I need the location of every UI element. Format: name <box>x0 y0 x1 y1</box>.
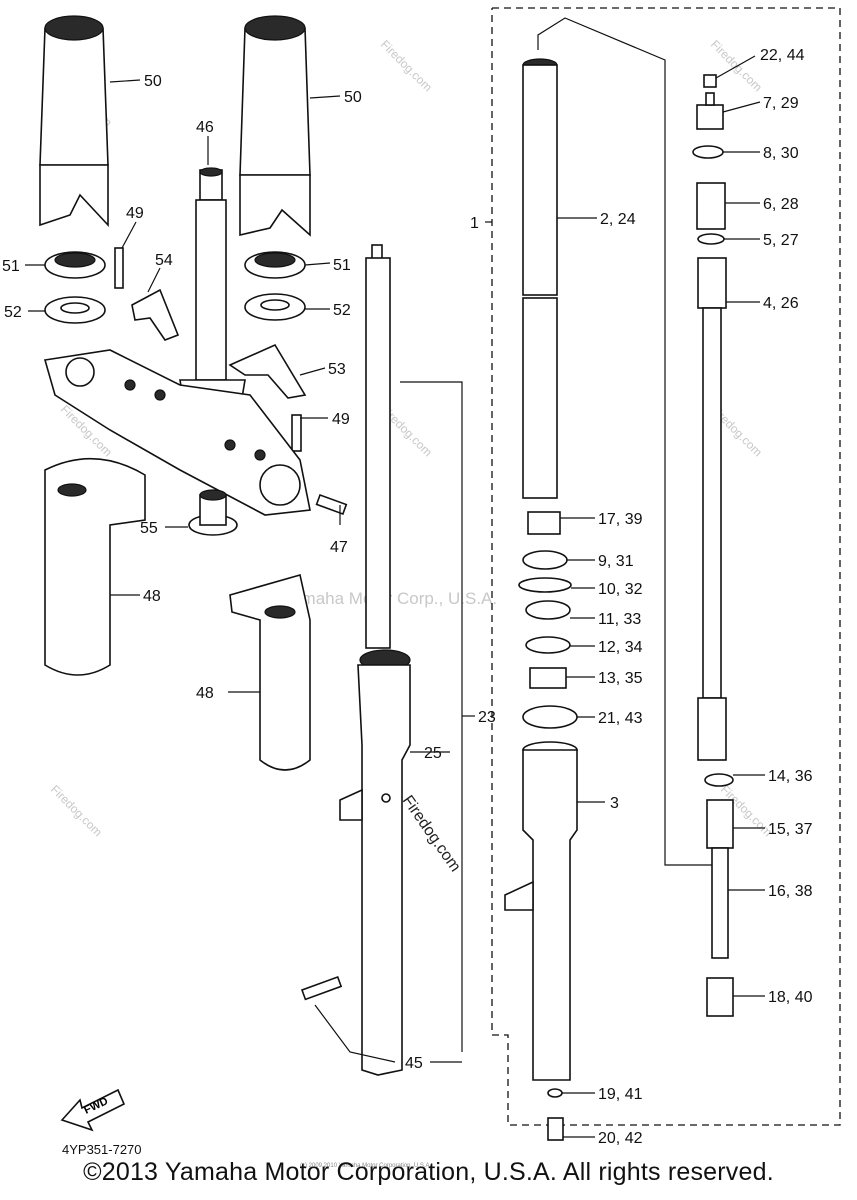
washer-52-left <box>44 296 106 324</box>
callout-11-33: 11, 33 <box>598 611 641 628</box>
callout-55: 55 <box>140 520 158 537</box>
callout-52: 52 <box>4 304 22 321</box>
seal-11-33 <box>525 600 571 620</box>
callout-12-34: 12, 34 <box>598 639 643 656</box>
seat-14-36 <box>704 773 734 787</box>
cap-bolt-7-29 <box>696 92 724 130</box>
bolt-49-right <box>291 414 302 452</box>
washer-5-27 <box>697 233 725 245</box>
callout-19-41: 19, 41 <box>598 1086 643 1103</box>
callout-4-26: 4, 26 <box>763 295 799 312</box>
callout-49: 49 <box>126 205 144 222</box>
callout-52: 52 <box>333 302 351 319</box>
rebound-spring-15-37 <box>706 799 734 849</box>
callout-18-40: 18, 40 <box>768 989 813 1006</box>
assembly-bracket <box>537 17 720 866</box>
bearing-55 <box>188 489 238 536</box>
callout-13-35: 13, 35 <box>598 670 643 687</box>
bushing-13-35 <box>529 667 567 689</box>
pinch-bolt-47 <box>315 493 348 515</box>
damper-rod-16-38 <box>711 847 729 959</box>
callout-14-36: 14, 36 <box>768 768 813 785</box>
assembly-boundary <box>491 7 841 1126</box>
callout-15-37: 15, 37 <box>768 821 813 838</box>
callout-50: 50 <box>344 89 362 106</box>
callout-54: 54 <box>155 252 173 269</box>
callout-51: 51 <box>2 258 20 275</box>
callout-7-29: 7, 29 <box>763 95 799 112</box>
callout-21-43: 21, 43 <box>598 710 643 727</box>
watermark-site: Firedog.com <box>378 37 435 94</box>
callout-20-42: 20, 42 <box>598 1130 643 1147</box>
callout-9-31: 9, 31 <box>598 553 634 570</box>
lower-cover-48-right <box>229 573 311 771</box>
o-ring-8-30 <box>692 145 724 159</box>
callout-10-32: 10, 32 <box>598 581 643 598</box>
watermark-site-dark: Firedog.com <box>399 793 464 876</box>
seal-51-right <box>244 251 306 279</box>
callout-22-44: 22, 44 <box>760 47 805 64</box>
piece-18-40 <box>706 977 734 1017</box>
callout-6-28: 6, 28 <box>763 196 799 213</box>
bolt-22-44 <box>703 74 717 88</box>
ring-21-43 <box>522 705 578 729</box>
spring-4-26 <box>697 257 727 761</box>
callout-51: 51 <box>333 257 351 274</box>
outer-tube-3 <box>504 741 578 1081</box>
lower-cover-48-left <box>44 457 146 676</box>
callout-3: 3 <box>610 795 619 812</box>
inner-tube-2-24 <box>522 58 558 499</box>
callout-48: 48 <box>143 588 161 605</box>
callout-17-39: 17, 39 <box>598 511 643 528</box>
callout-2-24: 2, 24 <box>600 211 636 228</box>
washer-19-41 <box>547 1088 563 1098</box>
bolt-20-42 <box>547 1117 564 1141</box>
fork-cover-left <box>39 15 109 228</box>
callout-46: 46 <box>196 119 214 136</box>
copyright-notice: ©2013 Yamaha Motor Corporation, U.S.A. A… <box>83 1158 774 1186</box>
seal-51-left <box>44 251 106 279</box>
seal-9-31 <box>522 550 568 570</box>
callout-48: 48 <box>196 685 214 702</box>
callout-16-38: 16, 38 <box>768 883 813 900</box>
watermark-site: Firedog.com <box>48 782 105 839</box>
callout-47: 47 <box>330 539 348 556</box>
callout-1: 1 <box>470 215 479 232</box>
steering-stem-46 <box>179 167 246 411</box>
callout-45: 45 <box>405 1055 423 1072</box>
lower-bracket <box>43 349 311 516</box>
callout-50: 50 <box>144 73 162 90</box>
washer-52-right <box>244 293 306 321</box>
bolt-49-left <box>114 247 124 289</box>
cable-guide-53 <box>228 343 307 399</box>
fork-cover-right <box>239 15 311 237</box>
clip-10-32 <box>518 577 572 593</box>
callout-5-27: 5, 27 <box>763 232 799 249</box>
callout-25: 25 <box>424 745 442 762</box>
spacer-6-28 <box>696 182 726 230</box>
washer-12-34 <box>525 636 571 654</box>
callout-23: 23 <box>478 709 496 726</box>
leader-lines <box>25 55 765 1138</box>
diagram-code: 4YP351-7270 <box>62 1142 142 1157</box>
callouts: 50 50 46 49 54 51 52 51 52 53 49 47 55 4… <box>2 47 813 1147</box>
bushing-17-39 <box>527 511 561 535</box>
callout-53: 53 <box>328 361 346 378</box>
callout-8-30: 8, 30 <box>763 145 799 162</box>
cable-guide-54 <box>131 288 180 341</box>
fork-assembly-23 <box>339 244 411 1076</box>
small-print: (c) 2009 2010 Yamaha Motor Corporation, … <box>300 1163 432 1169</box>
callout-49: 49 <box>332 411 350 428</box>
fwd-arrow-icon: FWD <box>60 1088 126 1132</box>
axle-bolt-45 <box>300 975 343 1001</box>
